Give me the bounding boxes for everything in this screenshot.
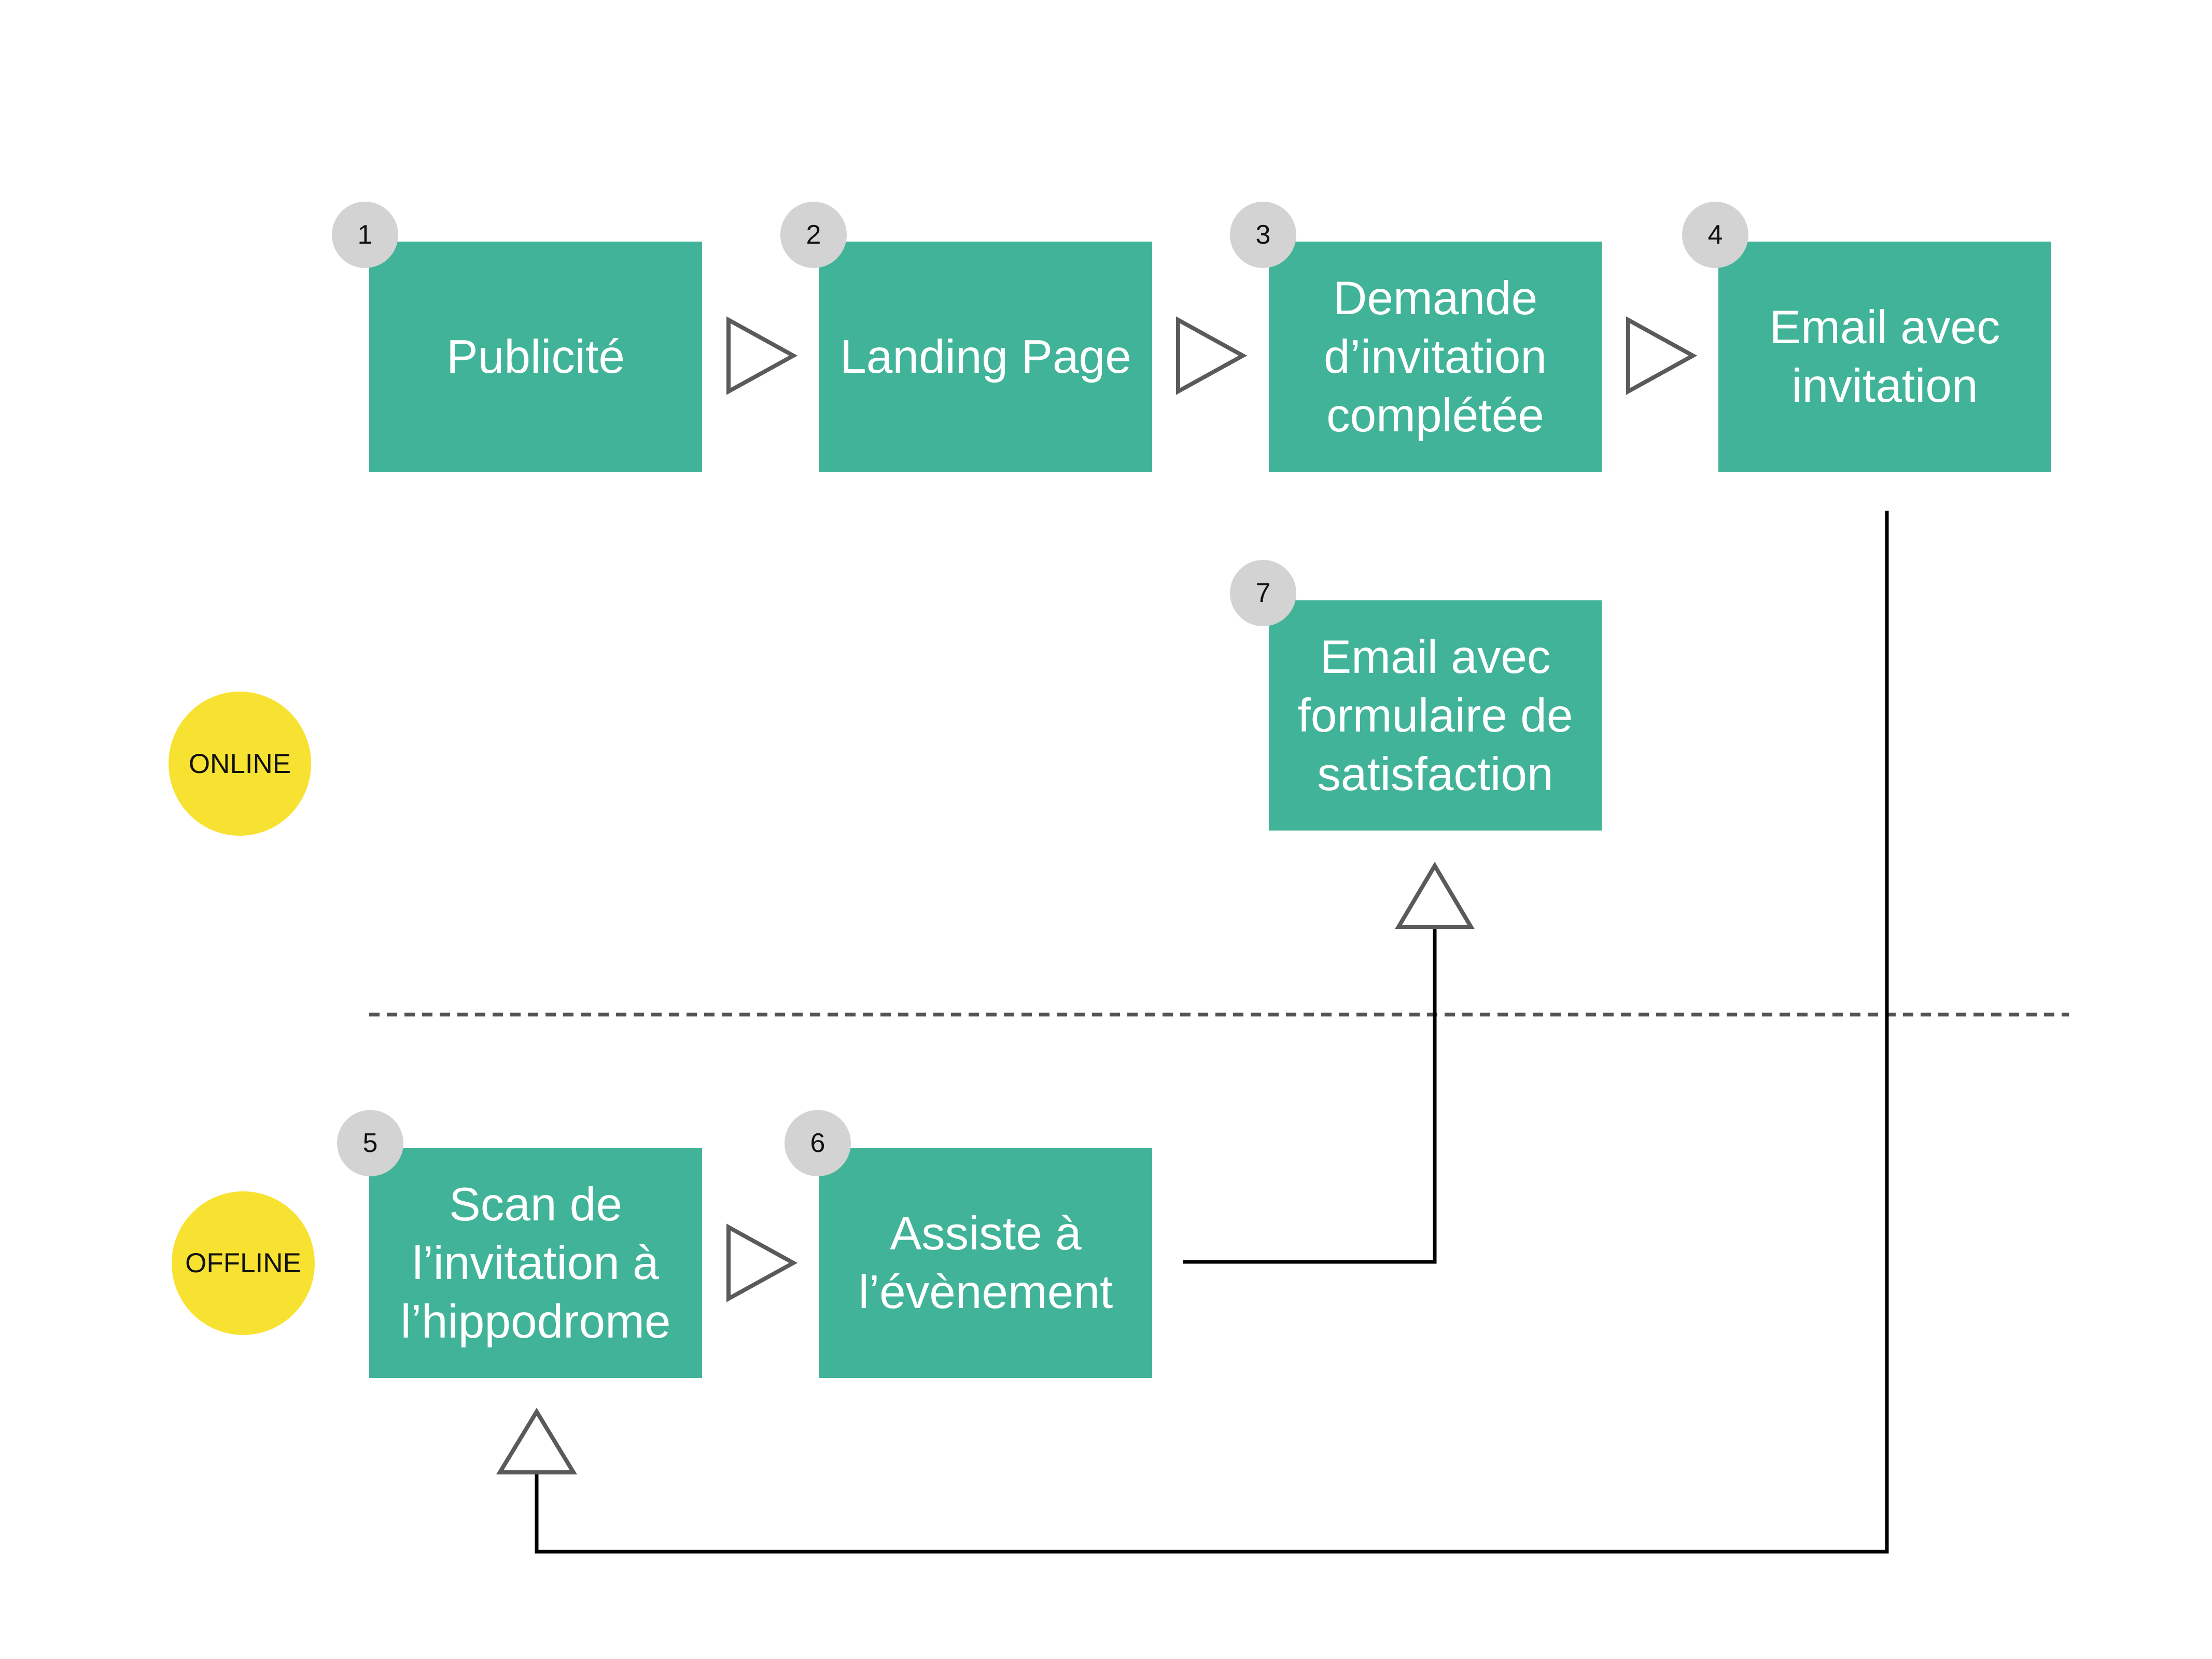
step-1-number: 1 xyxy=(357,220,373,250)
step-4-badge: 4 xyxy=(1682,202,1748,268)
step-2-box: Landing Page xyxy=(819,242,1152,472)
step-5-label: Scan de l’invitation à l’hippodrome xyxy=(400,1178,671,1348)
step-3-label: Demande d’invitation complétée xyxy=(1324,272,1547,442)
step-3-number: 3 xyxy=(1255,220,1271,250)
step-5-box: Scan de l’invitation à l’hippodrome xyxy=(369,1148,702,1378)
online-zone-label: ONLINE xyxy=(188,748,291,779)
connector-4-to-5 xyxy=(535,511,1889,1554)
step-2-number: 2 xyxy=(806,220,821,250)
offline-zone-marker: OFFLINE xyxy=(172,1191,315,1335)
step-3-box: Demande d’invitation complétée xyxy=(1269,242,1602,472)
arrowhead-into-7 xyxy=(1394,862,1475,929)
step-5-number: 5 xyxy=(362,1128,378,1158)
step-4-label: Email avec invitation xyxy=(1769,301,2000,412)
arrow-1-to-2 xyxy=(726,316,798,395)
step-1-box: Publicité xyxy=(369,242,702,472)
step-4-number: 4 xyxy=(1707,220,1723,250)
step-6-number: 6 xyxy=(810,1128,825,1158)
step-6-label: Assiste à l’évènement xyxy=(858,1207,1113,1318)
step-7-badge: 7 xyxy=(1230,560,1296,626)
step-2-label: Landing Page xyxy=(840,330,1131,383)
step-4-box: Email avec invitation xyxy=(1718,242,2051,472)
arrow-3-to-4 xyxy=(1626,316,1698,395)
step-2-badge: 2 xyxy=(780,202,847,268)
offline-zone-label: OFFLINE xyxy=(185,1248,301,1278)
arrow-5-to-6 xyxy=(726,1224,798,1302)
connector-6-to-7 xyxy=(1183,927,1437,1264)
arrowhead-into-5 xyxy=(496,1408,578,1474)
step-6-badge: 6 xyxy=(785,1110,851,1176)
arrow-2-to-3 xyxy=(1176,316,1248,395)
step-7-label: Email avec formulaire de satisfaction xyxy=(1297,630,1573,800)
step-5-badge: 5 xyxy=(337,1110,403,1176)
step-7-box: Email avec formulaire de satisfaction xyxy=(1269,600,1602,831)
step-1-badge: 1 xyxy=(332,202,398,268)
step-6-box: Assiste à l’évènement xyxy=(819,1148,1152,1378)
step-7-number: 7 xyxy=(1255,578,1271,608)
online-zone-marker: ONLINE xyxy=(169,692,311,836)
step-1-label: Publicité xyxy=(446,330,625,383)
step-3-badge: 3 xyxy=(1230,202,1296,268)
